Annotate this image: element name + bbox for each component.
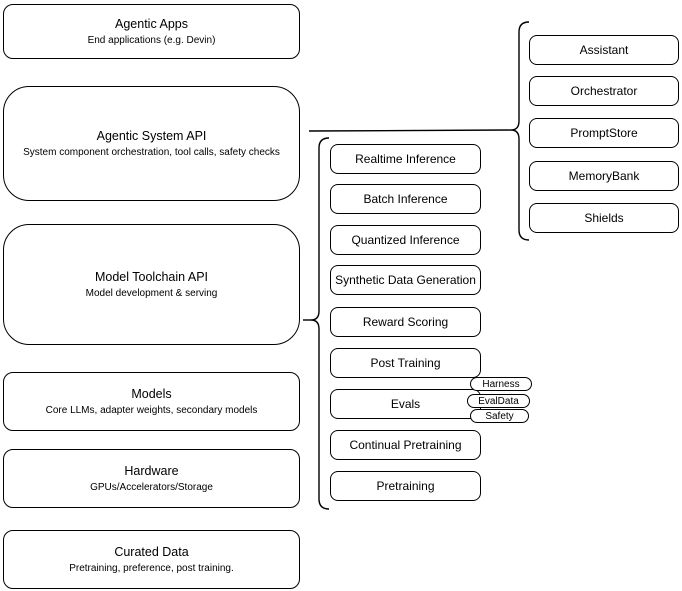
assistant-box: Assistant — [529, 35, 679, 65]
system-api-connector-line — [308, 129, 512, 132]
hardware-title: Hardware — [124, 463, 179, 478]
memorybank-box: MemoryBank — [529, 161, 679, 191]
model-toolchain-api-box: Model Toolchain API Model development & … — [3, 224, 300, 345]
agentic-apps-title: Agentic Apps — [115, 16, 188, 31]
curated-data-subtitle: Pretraining, preference, post training. — [69, 562, 234, 574]
evals-box: Evals — [330, 389, 481, 419]
synthetic-data-generation-box: Synthetic Data Generation — [330, 265, 481, 295]
hardware-subtitle: GPUs/Accelerators/Storage — [90, 481, 213, 493]
shields-box: Shields — [529, 203, 679, 233]
reward-scoring-box: Reward Scoring — [330, 307, 481, 337]
agentic-system-api-title: Agentic System API — [96, 128, 207, 143]
hardware-box: Hardware GPUs/Accelerators/Storage — [3, 449, 300, 508]
system-components-bracket — [510, 21, 530, 241]
models-title: Models — [131, 386, 172, 401]
models-subtitle: Core LLMs, adapter weights, secondary mo… — [45, 404, 258, 416]
curated-data-box: Curated Data Pretraining, preference, po… — [3, 530, 300, 589]
pretraining-box: Pretraining — [330, 471, 481, 501]
evaldata-pill: EvalData — [467, 394, 530, 408]
orchestrator-box: Orchestrator — [529, 76, 679, 106]
agentic-system-api-box: Agentic System API System component orch… — [3, 86, 300, 201]
agentic-apps-box: Agentic Apps End applications (e.g. Devi… — [3, 4, 300, 59]
continual-pretraining-box: Continual Pretraining — [330, 430, 481, 460]
toolchain-bracket — [310, 137, 330, 510]
promptstore-box: PromptStore — [529, 118, 679, 148]
realtime-inference-box: Realtime Inference — [330, 144, 481, 174]
agentic-apps-subtitle: End applications (e.g. Devin) — [87, 34, 216, 46]
model-toolchain-api-subtitle: Model development & serving — [85, 287, 218, 299]
models-box: Models Core LLMs, adapter weights, secon… — [3, 372, 300, 431]
batch-inference-box: Batch Inference — [330, 184, 481, 214]
agentic-system-api-subtitle: System component orchestration, tool cal… — [23, 146, 280, 158]
harness-pill: Harness — [470, 377, 532, 391]
post-training-box: Post Training — [330, 348, 481, 378]
safety-pill: Safety — [470, 409, 529, 423]
model-toolchain-api-title: Model Toolchain API — [94, 269, 209, 284]
curated-data-title: Curated Data — [114, 544, 189, 559]
quantized-inference-box: Quantized Inference — [330, 225, 481, 255]
